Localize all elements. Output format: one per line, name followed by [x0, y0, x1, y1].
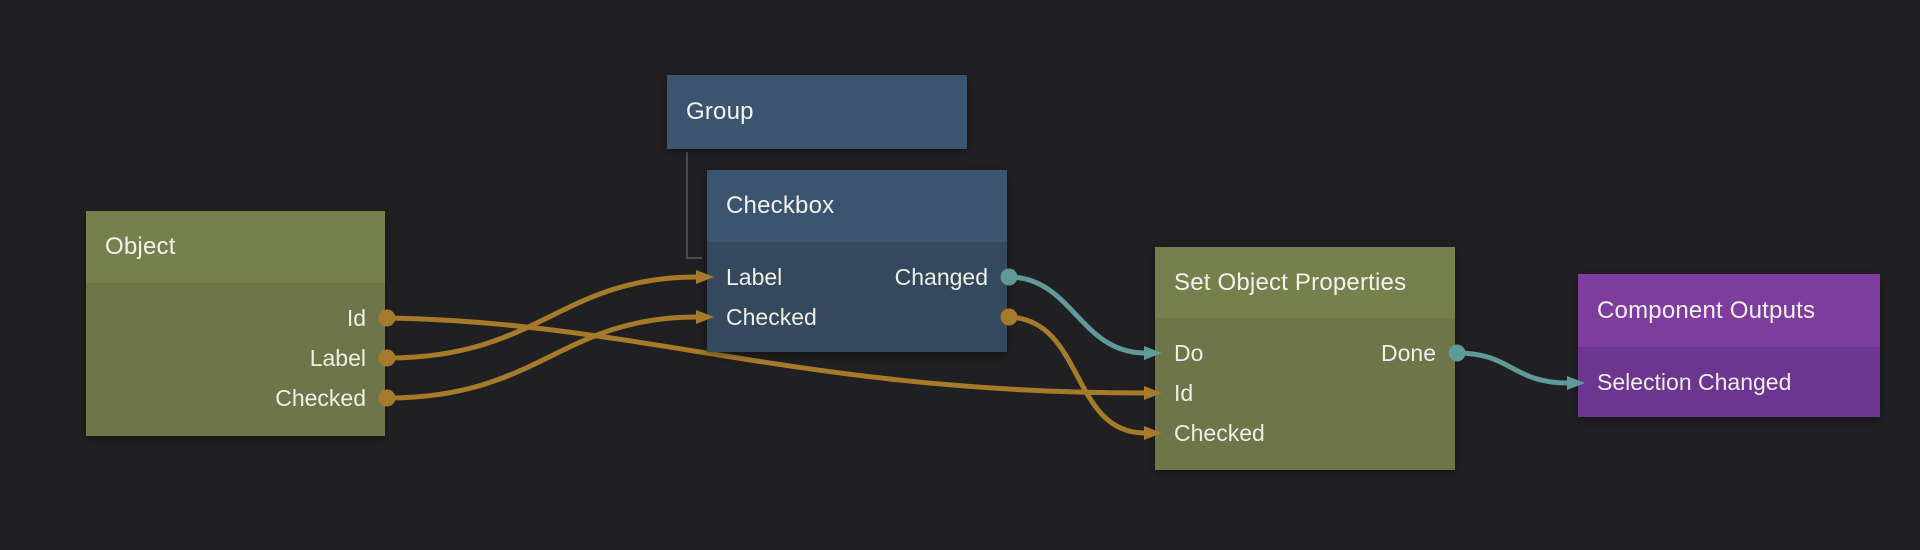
- wire-object-label-to-checkbox-label[interactable]: [386, 274, 698, 361]
- node-title: Checkbox: [726, 192, 835, 219]
- port-label-do: Do: [1174, 339, 1204, 366]
- node-title: Object: [105, 233, 176, 260]
- node-header-set-object-properties[interactable]: Set Object Properties: [1155, 247, 1455, 318]
- node-row: Id: [1155, 373, 1455, 413]
- wire-object-checked-to-checkbox-checked[interactable]: [386, 314, 698, 401]
- node-title: Group: [686, 98, 754, 125]
- port-label-id: Id: [346, 304, 366, 331]
- node-title: Set Object Properties: [1174, 268, 1407, 296]
- node-header-object[interactable]: Object: [86, 211, 385, 283]
- port-label-label: Label: [726, 263, 783, 290]
- node-row: Selection Changed: [1578, 362, 1880, 402]
- node-row: Checked: [707, 297, 1007, 337]
- node-header-group[interactable]: Group: [667, 75, 967, 149]
- wire-checkbox-changed-to-sop-do[interactable]: [1008, 274, 1146, 356]
- port-label-id: Id: [1174, 379, 1194, 406]
- node-row: Do Done: [1155, 333, 1455, 373]
- port-label-checked: Checked: [275, 384, 366, 411]
- port-label-done: Done: [1381, 339, 1436, 366]
- port-label-checked: Checked: [726, 303, 817, 330]
- port-label-label: Label: [309, 344, 366, 371]
- port-label-changed: Changed: [894, 263, 988, 290]
- node-row: Checked: [86, 378, 385, 418]
- node-title: Component Outputs: [1597, 296, 1816, 324]
- node-row: Label: [86, 338, 385, 378]
- node-group[interactable]: Group: [667, 75, 967, 149]
- node-header-component-outputs[interactable]: Component Outputs: [1578, 274, 1880, 347]
- node-row: Checked: [1155, 413, 1455, 453]
- group-attachment-line: [686, 152, 702, 259]
- node-header-checkbox[interactable]: Checkbox: [707, 170, 1007, 242]
- node-row: Id: [86, 298, 385, 338]
- wire-checkbox-checked-to-sop-checked[interactable]: [1008, 314, 1146, 436]
- node-row: Label Changed: [707, 257, 1007, 297]
- port-label-selection-changed: Selection Changed: [1597, 368, 1792, 395]
- port-label-checked: Checked: [1174, 419, 1265, 446]
- wire-sop-done-to-component-selection-changed[interactable]: [1456, 350, 1569, 386]
